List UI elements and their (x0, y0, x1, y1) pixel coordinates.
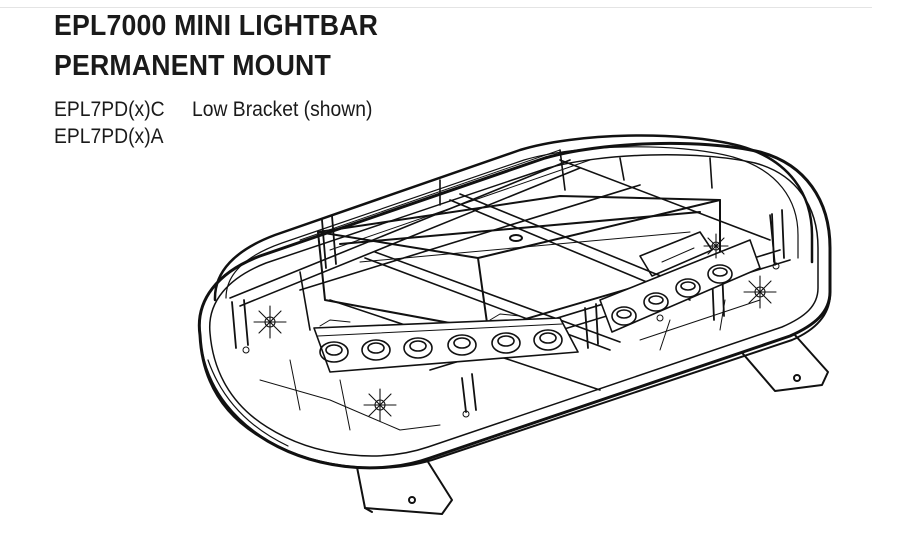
led-module-row (313, 313, 579, 373)
mounting-bracket-rear (737, 333, 829, 392)
corner-posts (231, 209, 785, 413)
led-pod (675, 278, 701, 298)
corner-detail (253, 305, 287, 339)
led-pod (611, 306, 637, 326)
model-list: EPL7PD(x)C Low Bracket (shown) EPL7PD(x)… (54, 96, 372, 150)
corner-detail (703, 233, 729, 259)
led-pod (533, 329, 563, 351)
model-row: EPL7PD(x)C Low Bracket (shown) (54, 96, 372, 123)
led-pod (491, 332, 521, 354)
title-line-2: PERMANENT MOUNT (54, 50, 331, 82)
page-title: EPL7000 MINI LIGHTBAR PERMANENT MOUNT (54, 6, 378, 86)
led-pod (403, 337, 433, 359)
model-row: EPL7PD(x)A (54, 123, 372, 150)
base-housing (197, 141, 832, 470)
led-pod (319, 341, 349, 363)
base-ribs (242, 262, 780, 431)
model-note: Low Bracket (shown) (192, 98, 373, 121)
corner-detail (363, 388, 397, 422)
model-code: EPL7PD(x)A (54, 125, 164, 148)
title-line-1: EPL7000 MINI LIGHTBAR (54, 10, 379, 42)
model-code: EPL7PD(x)C (54, 98, 165, 121)
led-module-row (599, 231, 761, 333)
led-pod (643, 292, 669, 312)
corner-detail (743, 275, 777, 309)
led-pod (361, 339, 391, 361)
led-pod (707, 264, 733, 284)
top-rule (0, 7, 872, 8)
led-pod (447, 334, 477, 356)
